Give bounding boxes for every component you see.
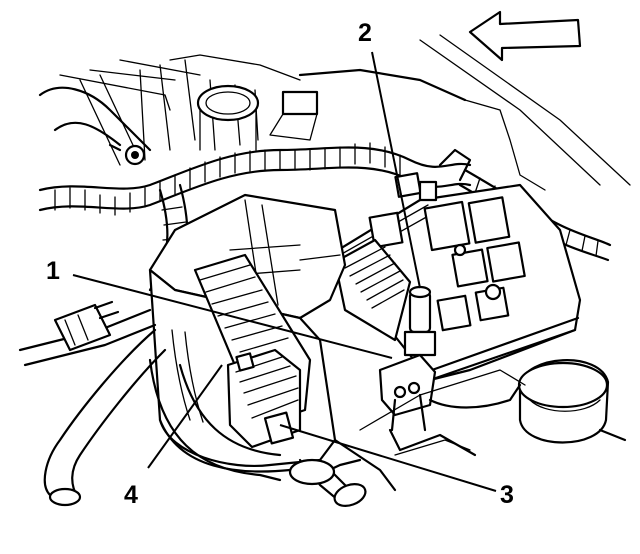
arrow-left-icon bbox=[468, 10, 582, 62]
callout-2: 2 bbox=[358, 19, 372, 47]
lower-left-hose bbox=[43, 328, 282, 507]
sensor-block bbox=[269, 90, 319, 141]
leader-line-4 bbox=[147, 364, 223, 469]
underhood-fuse-relay-center bbox=[328, 172, 582, 382]
fuel-rail-fitting bbox=[108, 143, 146, 166]
mounting-bracket bbox=[333, 369, 526, 492]
left-connector bbox=[18, 300, 157, 367]
leader-line-2 bbox=[371, 51, 421, 289]
leader-lines bbox=[72, 51, 497, 492]
control-module bbox=[193, 253, 312, 449]
tube-assembly bbox=[288, 458, 367, 507]
throttle-body bbox=[196, 84, 260, 151]
reservoir-cap bbox=[517, 359, 627, 444]
callout-3: 3 bbox=[500, 481, 514, 509]
leader-line-3 bbox=[279, 424, 497, 492]
callout-1: 1 bbox=[46, 257, 60, 285]
sensor-component bbox=[378, 285, 477, 457]
callouts: 1 2 3 4 bbox=[46, 19, 514, 509]
hood-edge-lines bbox=[419, 34, 631, 191]
leader-line-1 bbox=[72, 274, 393, 359]
callout-4: 4 bbox=[124, 481, 138, 509]
